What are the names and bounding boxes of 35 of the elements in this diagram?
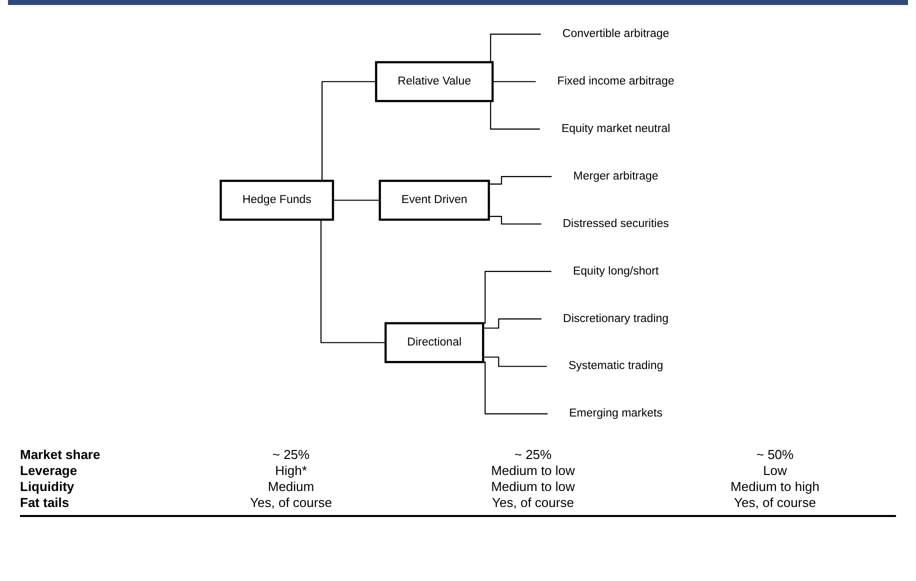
table-cell-text: ~ 50% <box>755 447 795 463</box>
connector <box>332 200 380 201</box>
table-cell-text: ~ 25% <box>513 447 553 463</box>
connector <box>492 81 536 82</box>
node-text: Convertible arbitrage <box>562 28 669 40</box>
table-cell-text: Medium to low <box>490 479 576 495</box>
node-text: Emerging markets <box>568 407 662 420</box>
node-box: Directional <box>384 322 484 364</box>
row-header: Leverage <box>20 463 78 479</box>
node-box: Hedge Funds <box>219 180 334 221</box>
connector <box>482 356 547 367</box>
row-header: Liquidity <box>20 479 76 495</box>
node-box: Relative Value <box>374 61 494 102</box>
node-box: Event Driven <box>378 180 490 221</box>
table-cell-text: High* <box>274 463 308 479</box>
table-cell-text: Yes, of course <box>249 495 333 511</box>
node-text: Distressed securities <box>562 218 669 230</box>
table-cell-text: Yes, of course <box>733 495 817 511</box>
table-cell-text: Low <box>762 463 788 479</box>
table-cell-text: Medium to high <box>730 479 820 495</box>
table-cell-text: Yes, of course <box>491 495 575 511</box>
node-text: Systematic trading <box>568 360 663 372</box>
row-header: Market share <box>20 447 102 463</box>
node-text: Equity long/short <box>572 264 658 278</box>
table-cell-text: ~ 25% <box>271 447 311 463</box>
connector <box>488 216 541 225</box>
table-cell-text: Medium <box>266 479 316 495</box>
connector <box>482 318 542 329</box>
row-header: Fat tails <box>20 495 70 511</box>
node-text: Fixed income arbitrage <box>556 75 674 88</box>
node-text: Merger arbitrage <box>572 170 658 182</box>
node-text: Discretionary trading <box>562 312 668 325</box>
table-cell-text: Medium to low <box>490 463 576 479</box>
connector <box>488 176 552 185</box>
node-text: Equity market neutral <box>561 122 670 135</box>
